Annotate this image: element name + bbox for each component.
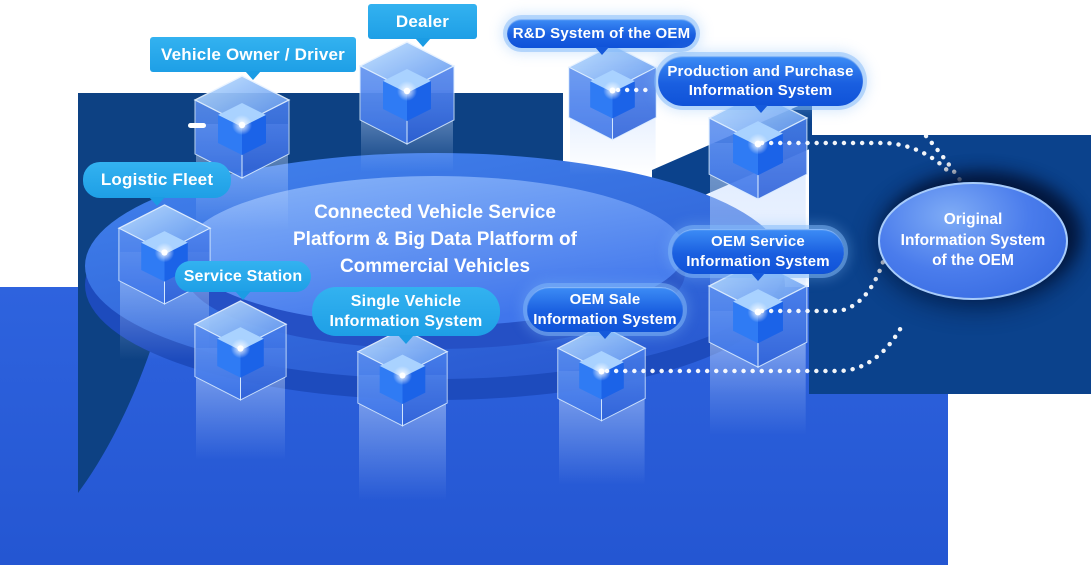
original-information-system-node: Original Information System of the OEM xyxy=(878,182,1068,300)
callout-vehicle-owner-label: Vehicle Owner / Driver xyxy=(161,44,345,64)
callout-oem-service-label: OEM Service Information System xyxy=(686,233,830,270)
platform-caption: Connected Vehicle Service Platform & Big… xyxy=(293,202,577,277)
original-information-system-label: Original Information System of the OEM xyxy=(900,211,1046,270)
callout-service-station: Service Station xyxy=(175,261,311,300)
connector-oem-service xyxy=(759,249,889,314)
callout-single-vehicle: Single Vehicle Information System xyxy=(312,287,500,344)
callout-oem-service: OEM Service Information System xyxy=(672,229,844,281)
callout-vehicle-owner: Vehicle Owner / Driver xyxy=(150,37,356,80)
callout-rnd-system-label: R&D System of the OEM xyxy=(512,24,691,42)
connector-rnd-curve xyxy=(923,133,965,186)
white-dash-decor xyxy=(188,123,206,128)
callout-oem-sale: OEM Sale Information System xyxy=(527,287,683,339)
callout-logistic-fleet-label: Logistic Fleet xyxy=(100,170,214,189)
callout-single-vehicle-label: Single Vehicle Information System xyxy=(329,292,483,330)
connector-production xyxy=(759,140,955,179)
callout-service-station-label: Service Station xyxy=(183,267,303,285)
callout-logistic-fleet: Logistic Fleet xyxy=(83,162,231,206)
dotted-connectors xyxy=(604,87,965,374)
callout-production-purchase: Production and Purchase Information Syst… xyxy=(658,56,863,113)
callout-oem-sale-label: OEM Sale Information System xyxy=(533,291,677,328)
callout-dealer-label: Dealer xyxy=(395,11,450,31)
callout-rnd-system: R&D System of the OEM xyxy=(507,19,696,55)
callout-production-purchase-label: Production and Purchase Information Syst… xyxy=(667,62,854,100)
callout-dealer: Dealer xyxy=(368,4,477,47)
